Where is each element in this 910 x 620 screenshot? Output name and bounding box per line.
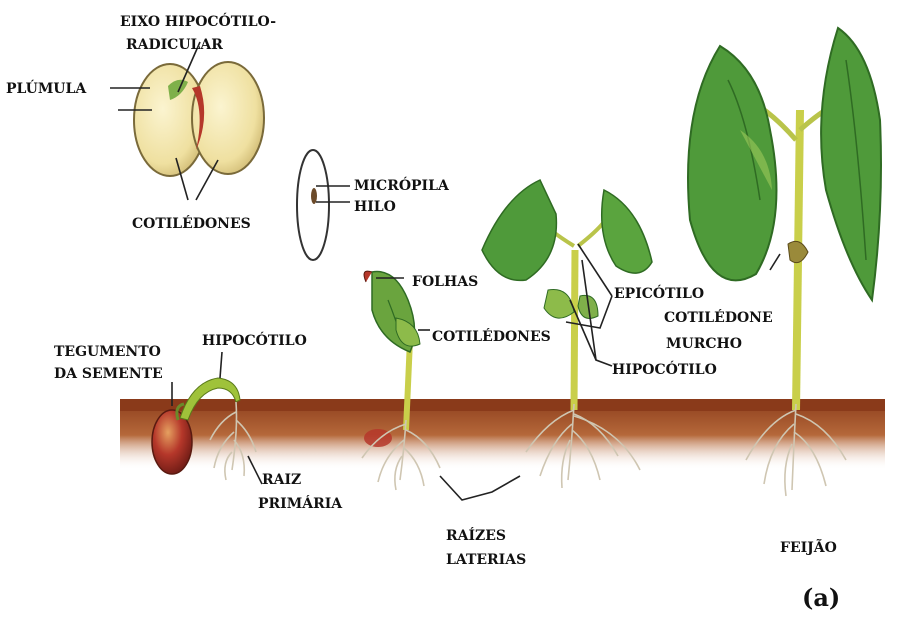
label-tegumento-1: TEGUMENTO xyxy=(54,344,161,360)
label-cotiledones-seed: COTILÉDONES xyxy=(132,214,251,232)
label-cotiledones-stage: COTILÉDONES xyxy=(432,327,551,345)
label-raizes-laterais-1: RAÍZES xyxy=(446,526,506,544)
panel-label: (a) xyxy=(802,583,840,612)
label-micropila: MICRÓPILA xyxy=(354,176,450,194)
label-epicotilo: EPICÓTILO xyxy=(614,284,704,302)
label-hipocotilo-right: HIPOCÓTILO xyxy=(612,360,717,378)
label-cotiledone-murcho-2: MURCHO xyxy=(666,336,742,352)
open-seed-illustration xyxy=(134,62,264,176)
label-hilo: HILO xyxy=(354,199,396,215)
label-eixo-hipocotilo-2: RADICULAR xyxy=(126,37,223,53)
label-eixo-hipocotilo-1: EIXO HIPOCÓTILO- xyxy=(120,12,276,30)
label-raiz-primaria-1: RAIZ xyxy=(262,472,301,488)
label-cotiledone-murcho-1: COTILÉDONE xyxy=(664,308,773,326)
label-tegumento-2: DA SEMENTE xyxy=(54,366,163,382)
label-hipocotilo-left: HIPOCÓTILO xyxy=(202,331,307,349)
label-feijao: FEIJÃO xyxy=(780,537,837,556)
label-raizes-laterais-2: LATERIAS xyxy=(446,552,526,568)
label-plumula: PLÚMULA xyxy=(6,79,87,97)
label-folhas: FOLHAS xyxy=(412,274,478,290)
seed-side-view xyxy=(297,150,329,260)
label-raiz-primaria-2: PRIMÁRIA xyxy=(258,494,343,512)
